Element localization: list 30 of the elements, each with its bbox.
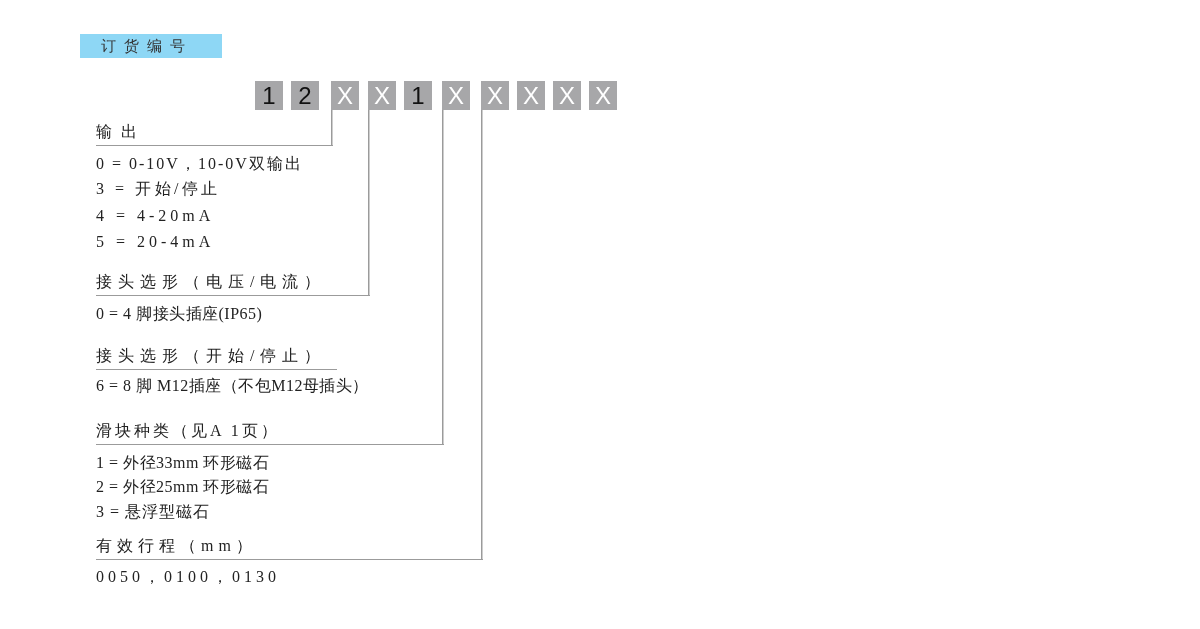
option-text: 4 = 4-20mA xyxy=(96,206,215,226)
option-text: 1 = 外径33mm 环形磁石 xyxy=(96,453,270,473)
section-heading: 接头选形（电压/电流） xyxy=(96,271,370,296)
code-box: 2 xyxy=(291,81,319,110)
option-text: 3 = 悬浮型磁石 xyxy=(96,502,211,522)
code-box: X xyxy=(442,81,470,110)
option-text: 2 = 外径25mm 环形磁石 xyxy=(96,477,270,497)
option-text: 5 = 20-4mA xyxy=(96,232,215,252)
option-text: 6 = 8 脚 M12插座（不包M12母插头） xyxy=(96,376,369,396)
leader-line xyxy=(368,109,370,296)
option-text: 0 = 4 脚接头插座(IP65) xyxy=(96,304,263,324)
code-box: X xyxy=(589,81,617,110)
title-banner: 订货编号 xyxy=(80,34,222,58)
code-box: X xyxy=(517,81,545,110)
code-box: X xyxy=(368,81,396,110)
option-text: 0050，0100，0130 xyxy=(96,567,280,587)
section-heading: 有效行程（mm） xyxy=(96,535,483,560)
option-text: 0 = 0-10V，10-0V双输出 xyxy=(96,154,303,174)
code-box: 1 xyxy=(404,81,432,110)
code-box: 1 xyxy=(255,81,283,110)
leader-line xyxy=(442,109,444,445)
section-heading: 滑块种类（见A 1页） xyxy=(96,420,444,445)
option-text: 3 = 开始/停止 xyxy=(96,179,221,199)
leader-line xyxy=(481,109,483,560)
code-box: X xyxy=(553,81,581,110)
section-heading: 接头选形（开始/停止） xyxy=(96,346,337,370)
code-box: X xyxy=(331,81,359,110)
code-box: X xyxy=(481,81,509,110)
section-heading: 输出 xyxy=(96,121,333,146)
leader-line xyxy=(331,109,333,146)
